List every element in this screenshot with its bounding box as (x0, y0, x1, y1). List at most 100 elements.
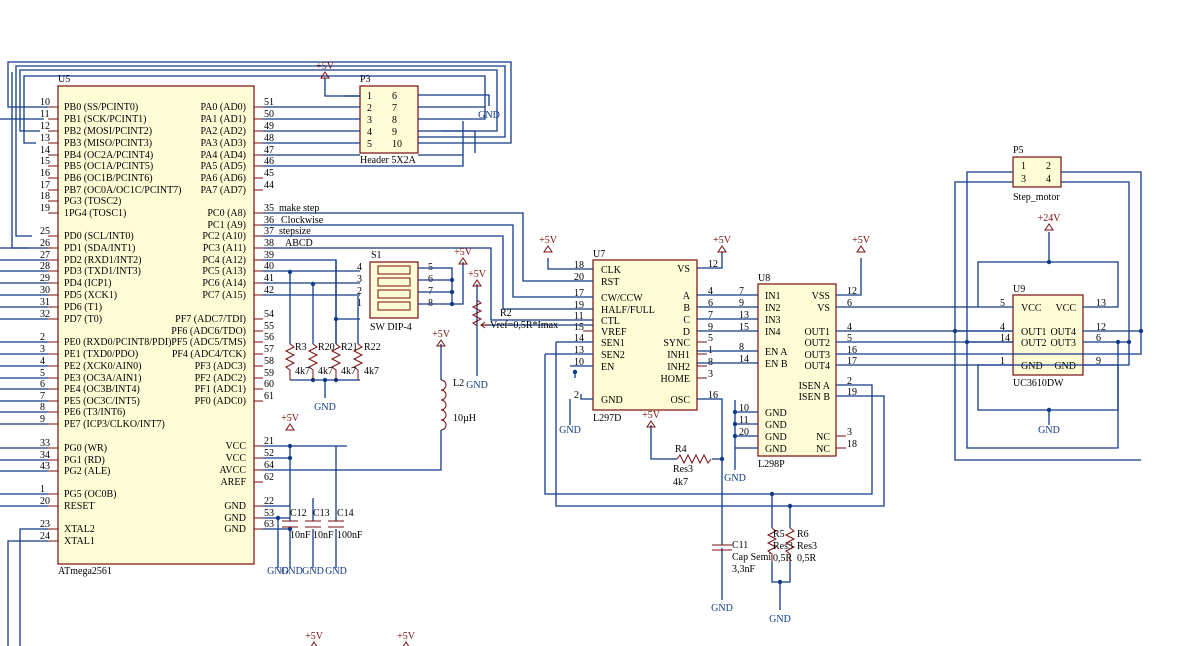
u8-pin-num-5: 5 (847, 333, 852, 344)
u8-pin-num-9: 9 (739, 298, 744, 309)
u5-pin-num-4: 4 (40, 356, 45, 367)
u9-pin-num-5: 5 (1000, 298, 1005, 309)
u5-pin-label: PC7 (A15) (202, 290, 246, 301)
u5-pin-label: PE0 (RXD0/PCINT8/PDI) (64, 337, 172, 348)
u5-pin-label: GND (224, 524, 246, 535)
c11-part: Cap Semi (732, 552, 771, 563)
u8-pin-label: VSS (812, 291, 830, 302)
gnd-u9: GND (1038, 425, 1060, 436)
u8-pin-label: ISEN A (799, 381, 831, 392)
vcc-bottom-1-arrow (310, 641, 318, 646)
r4-resistor (676, 453, 712, 465)
u9-pin-label: VCC (1055, 303, 1076, 314)
u5-pin-num-64: 64 (264, 460, 274, 471)
u7-pin-label: HOME (661, 374, 690, 385)
u5-pin-num-41: 41 (264, 273, 274, 284)
p3-pin-2: 2 (367, 103, 372, 114)
gnd-pulldowns: GND (314, 402, 336, 413)
p3-pin-1: 1 (367, 91, 372, 102)
u9-ref: U9 (1013, 284, 1025, 295)
u5-pin-num-5: 5 (40, 368, 45, 379)
u8-pin-label: ISEN B (799, 392, 831, 403)
u5-pin-label: PB4 (OC2A/PCINT4) (64, 150, 153, 161)
u7-pin-num-13: 13 (574, 345, 584, 356)
u9-pin-num-6: 6 (1096, 333, 1101, 344)
u5-pin-num-42: 42 (264, 285, 274, 296)
vcc-s1: +5V (454, 247, 473, 258)
vcc-u8: +5V (852, 235, 871, 246)
u8-pin-label: EN B (765, 359, 788, 370)
p5-part: Step_motor (1013, 192, 1060, 203)
u5-pin-label: PC0 (A8) (207, 208, 246, 219)
u5-pin-label: PD5 (XCK1) (64, 290, 117, 301)
u5-pin-label: PB1 (SCK/PCINT1) (64, 114, 147, 125)
u7-pin-label: A (683, 291, 691, 302)
p5-step-motor-connector[interactable]: P5 Step_motor 1 2 3 4 (1012, 145, 1062, 203)
u5-pin-label: XTAL1 (64, 536, 95, 547)
u5-pin-label: PD7 (T0) (64, 314, 102, 325)
u7-pin-label: SYNC (663, 338, 690, 349)
u5-pin-label: XTAL2 (64, 524, 95, 535)
u5-pin-num-10: 10 (40, 97, 50, 108)
u5-pin-label: PE1 (TXD0/PDO) (64, 349, 138, 360)
u9-pin-num-9: 9 (1096, 356, 1101, 367)
u5-pin-label: PF3 (ADC3) (195, 361, 246, 372)
u7-pin-num-6: 6 (708, 298, 713, 309)
vcc-u7-rst-arrow (543, 245, 553, 253)
u5-pin-num-33: 33 (40, 438, 50, 449)
u5-pin-label: 1PG4 (TOSC1) (64, 208, 126, 219)
u5-pin-label: RESET (64, 501, 95, 512)
u5-pin-label: PD1 (SDA/INT1) (64, 243, 135, 254)
u5-pin-num-46: 46 (264, 156, 274, 167)
u8-pin-num-19: 19 (847, 387, 857, 398)
l2-ref: L2 (453, 378, 464, 389)
u5-pin-label: PF7 (ADC7/TDI) (175, 314, 246, 325)
u7-pin-num-3: 3 (708, 369, 713, 380)
u5-pin-num-55: 55 (264, 321, 274, 332)
r4-ref: R4 (675, 444, 687, 455)
u5-pin-num-13: 13 (40, 133, 50, 144)
u8-pin-label: VS (817, 303, 830, 314)
u5-pin-label: PF0 (ADC0) (195, 396, 246, 407)
u8-pin-num-8: 8 (739, 342, 744, 353)
u7-pin-label: GND (601, 395, 623, 406)
u5-pin-num-6: 6 (40, 379, 45, 390)
u5-pin-label: PB0 (SS/PCINT0) (64, 102, 138, 113)
u8-pin-num-7: 7 (739, 286, 744, 297)
u5-pin-num-17: 17 (40, 180, 50, 191)
r21-value: 4k7 (341, 366, 356, 377)
u5-pin-num-49: 49 (264, 121, 274, 132)
u8-pin-num-6: 6 (847, 298, 852, 309)
u5-pin-label: AREF (220, 477, 246, 488)
u5-pin-label: PD4 (ICP1) (64, 278, 112, 289)
u8-body (757, 283, 837, 457)
u5-pin-label: PG5 (OC0B) (64, 489, 117, 500)
vcc-u7-vs: +5V (713, 235, 732, 246)
decoupling-caps (282, 520, 344, 528)
u5-pin-num-19: 19 (40, 203, 50, 214)
u5-pin-label: PD0 (SCL/INT0) (64, 231, 134, 242)
u8-pin-label: NC (816, 432, 830, 443)
u8-pin-num-13: 13 (739, 310, 749, 321)
u8-pin-label: IN2 (765, 303, 781, 314)
u5-pin-num-52: 52 (264, 448, 274, 459)
net-clockwise: Clockwise (281, 215, 324, 226)
u7-part: L297D (593, 413, 621, 424)
u5-pin-label: PA0 (AD0) (201, 102, 246, 113)
s1-ref: S1 (371, 250, 382, 261)
u7-pin-label: C (683, 315, 690, 326)
u5-pin-label: PF6 (ADC6/TDO) (171, 326, 246, 337)
power-symbols: +5V+5V+5V+5V+5V+5V+5V+5V+5V+24V+5V+5VGND… (267, 61, 1061, 646)
u7-pin-num-19: 19 (574, 300, 584, 311)
u5-pin-num-22: 22 (264, 496, 274, 507)
l2-value: 10µH (453, 413, 476, 424)
u7-pin-label: VS (677, 264, 690, 275)
u5-pin-num-45: 45 (264, 168, 274, 179)
